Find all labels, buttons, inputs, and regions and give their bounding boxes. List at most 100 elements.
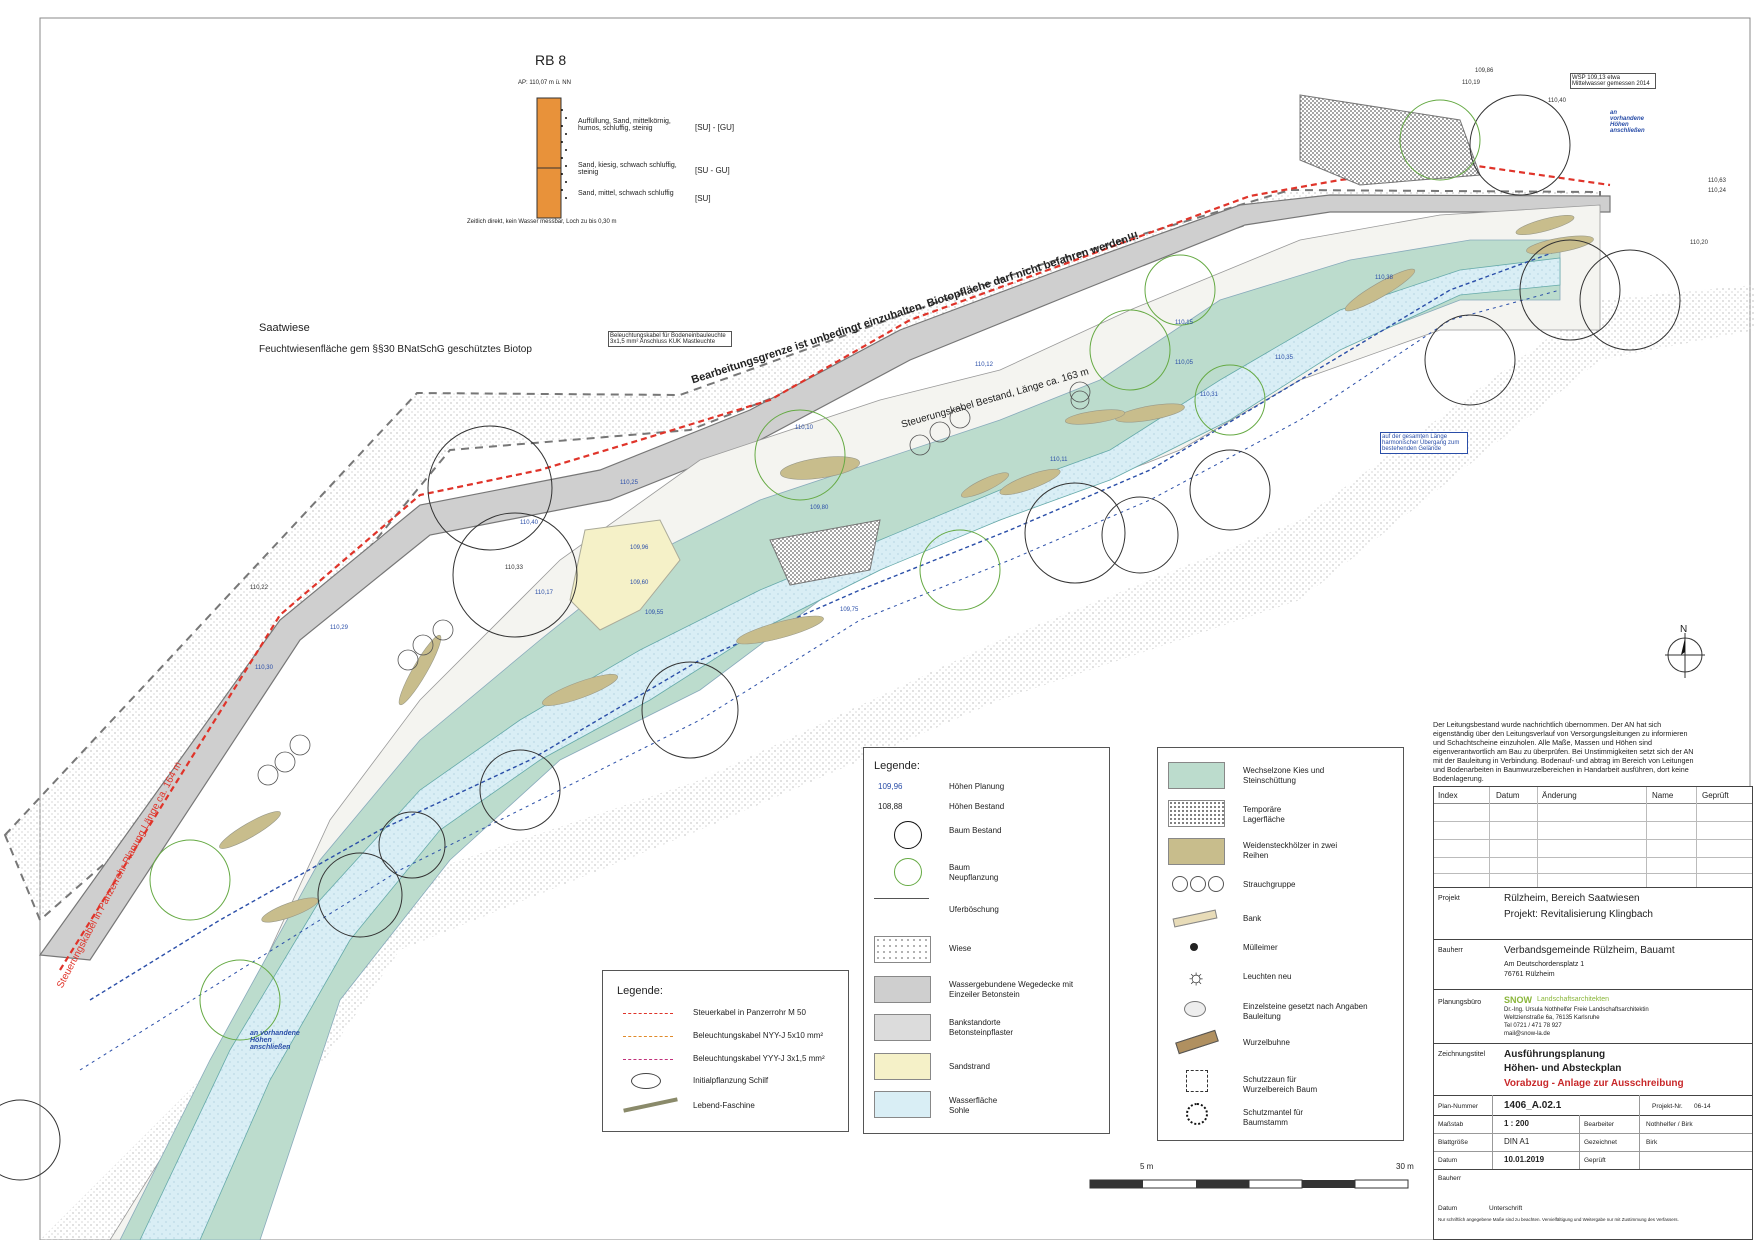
elevation-label: 110,30 <box>255 665 273 671</box>
profile-layer-2: Sand, kiesig, schwach schluffig, steinig <box>578 162 677 176</box>
schutzzaun-icon <box>1186 1070 1208 1092</box>
north-arrow-icon <box>1665 633 1705 678</box>
elevation-label: 109,55 <box>645 610 664 616</box>
wegedecke-swatch <box>874 976 931 1003</box>
legend-area-item: Temporäre Lagerfläche <box>1243 805 1285 824</box>
legend-area-item: Einzelsteine gesetzt nach Angaben Baulei… <box>1243 1002 1368 1021</box>
zeichnung-label: Zeichnungstitel <box>1438 1051 1486 1058</box>
shrub-group <box>257 381 1091 786</box>
schutzmantel-icon <box>1186 1103 1208 1125</box>
profile-layer-2-code: [SU - GU] <box>695 166 730 175</box>
legend-area-item: Schutzmantel für Baumstamm <box>1243 1108 1304 1127</box>
revision-table: Index Datum Änderung Name Geprüft <box>1434 787 1752 887</box>
bank-pflaster-swatch <box>874 1014 931 1041</box>
bauherr-sig-label: Bauherr <box>1438 1175 1462 1182</box>
lagerflaeche-swatch <box>1168 800 1225 827</box>
wurzelbuhne-icon <box>1175 1029 1219 1055</box>
temp-storage-area-2 <box>769 519 881 586</box>
profile-layer-1-code: [SU] - [GU] <box>695 123 735 132</box>
legend-area-item: Wurzelbuhne <box>1243 1038 1290 1047</box>
elevation-label: 109,75 <box>840 607 859 613</box>
blue-centerline <box>89 249 1561 1001</box>
ufer-swatch <box>874 898 929 924</box>
water-surface <box>139 257 1561 1240</box>
legend-line-item: Initialpflanzung Schilf <box>693 1076 769 1085</box>
buero-line-4: mail@snow-la.de <box>1504 1031 1551 1037</box>
gelaende-note: auf der gesamten Länge harmonischer Über… <box>1380 432 1468 454</box>
scale-end-label: 30 m <box>1396 1162 1414 1171</box>
strauchgruppe-icon <box>1172 876 1224 892</box>
steuerkabel-swatch <box>623 1013 673 1014</box>
gezeichnet-value: Birk <box>1646 1139 1658 1146</box>
projekt-line-2: Projekt: Revitalisierung Klingbach <box>1504 909 1653 920</box>
beleuchtung-5x10-swatch <box>623 1036 673 1037</box>
wsp-note: WSP 109,13 etwa Mittelwasser gemessen 20… <box>1570 73 1656 89</box>
buero-logo: SNOW <box>1504 995 1532 1005</box>
notes-text: Der Leitungsbestand wurde nachrichtlich … <box>1433 720 1694 783</box>
bauherr-line-2: Am Deutschordensplatz 1 <box>1504 961 1585 968</box>
baum-bestand-icon <box>894 821 922 849</box>
bauherr-label: Bauherr <box>1438 947 1463 954</box>
faschine-icon <box>623 1097 678 1113</box>
tree-existing-group <box>0 94 1681 1181</box>
legend-symbol-item: Bankstandorte Betonsteinpflaster <box>949 1018 1014 1037</box>
datum-label: Datum <box>1438 1157 1458 1164</box>
beleuchtung-3x15-swatch <box>623 1059 673 1060</box>
projektnr-value: 06-14 <box>1694 1103 1711 1110</box>
buero-line-2: Weltzienstraße 6a, 76135 Karlsruhe <box>1504 1015 1600 1021</box>
legend-symbol-item: Wassergebundene Wegedecke mit Einzeiler … <box>949 980 1074 999</box>
elevation-label: 110,05 <box>1175 360 1193 366</box>
legend-area-item: Wechselzone Kies und Steinschüttung <box>1243 766 1325 785</box>
elevation-label: 110,17 <box>535 590 553 596</box>
legend-area-item: Strauchgruppe <box>1243 880 1296 889</box>
elevation-label: 109,96 <box>630 545 649 551</box>
buero-label: Planungsbüro <box>1438 999 1482 1006</box>
elevation-label: 110,20 <box>1690 240 1708 246</box>
datum-value: 10.01.2019 <box>1504 1155 1545 1164</box>
bauherr-line-1: Verbandsgemeinde Rülzheim, Bauamt <box>1504 945 1675 956</box>
bank-icon <box>1172 909 1218 928</box>
datum-header: Datum <box>1496 791 1520 800</box>
legend-symbol-item: Höhen Bestand <box>949 802 1005 811</box>
index-header: Index <box>1438 791 1458 800</box>
weiden-swatch <box>1168 838 1225 865</box>
elevation-label: 110,31 <box>1200 392 1218 398</box>
legend-lines-title: Legende: <box>617 985 663 997</box>
tree-new-group <box>149 99 1481 1041</box>
legend-symbol-item: Wiese <box>949 944 972 953</box>
profile-layer-3-code: [SU] <box>695 194 711 203</box>
muelleimer-icon <box>1190 943 1198 951</box>
profile-header: AP: 110,07 m ü. NN <box>518 80 571 86</box>
profile-footer: Zeitlich direkt, kein Wasser messbar, Lo… <box>467 219 617 225</box>
elevation-label: 110,63 <box>1708 178 1726 184</box>
elevation-label: 110,25 <box>620 480 638 486</box>
aenderung-header: Änderung <box>1542 791 1577 800</box>
elevation-label: 110,40 <box>520 520 538 526</box>
legend-areas-box: Wechselzone Kies und Steinschüttung Temp… <box>1157 747 1404 1141</box>
geprueft-label: Geprüft <box>1584 1157 1606 1164</box>
legend-symbols-box: Legende: 109,96 Höhen Planung 108,88 Höh… <box>863 747 1110 1134</box>
wasserflaeche-swatch <box>874 1091 931 1118</box>
elevation-label: 110,22 <box>250 585 268 591</box>
biotope-label: Feuchtwiesenfläche gem §§30 BNatSchG ges… <box>259 344 532 355</box>
wechselzone-swatch <box>1168 762 1225 789</box>
weidensteckhoelzer-group <box>219 215 1594 923</box>
elevation-label: 110,38 <box>1375 275 1393 281</box>
bearbeiter-value: Nothhelfer / Birk <box>1646 1121 1693 1128</box>
north-label: N <box>1680 624 1688 635</box>
anschliessen-note-1: an vorhandene Höhen anschließen <box>250 1030 300 1051</box>
anschliessen-note-2: an vorhandene Höhen anschließen <box>1610 110 1645 134</box>
legend-symbol-item: Wasserfläche Sohle <box>949 1096 998 1115</box>
elevation-label: 110,11 <box>1050 457 1068 463</box>
legend-line-item: Beleuchtungskabel YYY-J 3x1,5 mm² <box>693 1054 825 1063</box>
name-header: Name <box>1652 791 1674 800</box>
sig-datum-label: Datum <box>1438 1205 1458 1212</box>
zeichnung-line-3: Vorabzug - Anlage zur Ausschreibung <box>1504 1078 1684 1089</box>
legend-line-item: Lebend-Faschine <box>693 1101 755 1110</box>
legend-symbol-item: Baum Neupflanzung <box>949 863 999 882</box>
profile-layer-3: Sand, mittel, schwach schluffig <box>578 190 674 197</box>
legend-line-item: Steuerkabel in Panzerrohr M 50 <box>693 1008 806 1017</box>
legend-area-item: Mülleimer <box>1243 943 1278 952</box>
bearbeiter-label: Bearbeiter <box>1584 1121 1614 1128</box>
